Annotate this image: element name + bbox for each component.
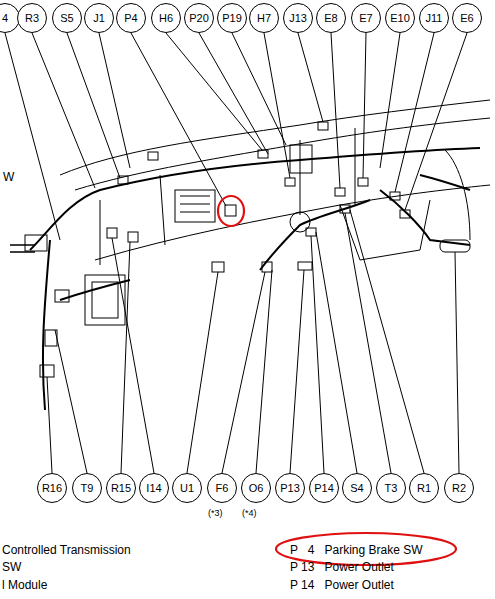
legend-entry: Controlled Transmission [2,543,131,557]
callout-number: E7 [359,12,372,24]
callout-circle: P20 [184,3,214,33]
callout-number: H7 [257,12,271,24]
callout-circle: T9 [72,473,102,503]
callout-number: T3 [385,482,398,494]
callout-number: E10 [390,12,410,24]
callout-circle: H6 [151,3,181,33]
callout-circle: J1 [84,3,114,33]
legend-entry: SW [2,560,21,574]
callout-number: H6 [159,12,173,24]
callout-number: I14 [146,482,161,494]
callout-circle: R1 [409,473,439,503]
note-label: (*4) [242,506,257,520]
note-label: W [3,170,14,184]
callout-circle: E7 [351,3,381,33]
callout-circle: E10 [385,3,415,33]
callout-number: S5 [60,12,73,24]
callout-circle: R2 [444,473,474,503]
callout-number: P19 [222,12,242,24]
callout-circle: P14 [309,473,339,503]
callout-circle: T3 [376,473,406,503]
callout-circle: S5 [52,3,82,33]
callout-number: 4 [2,12,8,24]
callout-number: T9 [81,482,94,494]
callout-circle: H7 [249,3,279,33]
callout-number: P20 [189,12,209,24]
callout-number: P14 [314,482,334,494]
callout-circle: R16 [37,473,67,503]
callout-circle: S4 [342,473,372,503]
legend-entry: P 13 Power Outlet [290,560,394,574]
callout-circle: J11 [419,3,449,33]
callout-circle: F6 [207,473,237,503]
legend-entry: P 4 Parking Brake SW [290,543,423,557]
callout-number: J13 [289,12,307,24]
callout-number: E6 [460,12,473,24]
callout-number: R3 [25,12,39,24]
callout-circle: I14 [139,473,169,503]
callout-number: J11 [426,12,443,24]
callout-number: U1 [180,482,194,494]
callout-circle: E6 [452,3,482,33]
callout-circle: P4 [116,3,146,33]
callout-circle: E8 [316,3,346,33]
callout-circle: P13 [275,473,305,503]
callout-number: F6 [216,482,229,494]
callout-circle: R15 [106,473,136,503]
note-label: (*3) [208,506,223,520]
callout-number: P13 [280,482,300,494]
callout-number: R2 [452,482,466,494]
callout-number: S4 [350,482,363,494]
callout-number: R1 [417,482,431,494]
callout-number: E8 [324,12,337,24]
legend-entry: P 14 Power Outlet [290,578,394,592]
callout-circle: U1 [172,473,202,503]
callout-number: J1 [93,12,105,24]
callout-circle: O6 [241,473,271,503]
callout-number: O6 [249,482,264,494]
callout-number: R16 [42,482,62,494]
callout-circle: J13 [283,3,313,33]
callout-circle: R3 [17,3,47,33]
callout-number: P4 [124,12,137,24]
callout-circle: P19 [217,3,247,33]
legend-entry: l Module [2,578,47,592]
callout-number: R15 [111,482,131,494]
